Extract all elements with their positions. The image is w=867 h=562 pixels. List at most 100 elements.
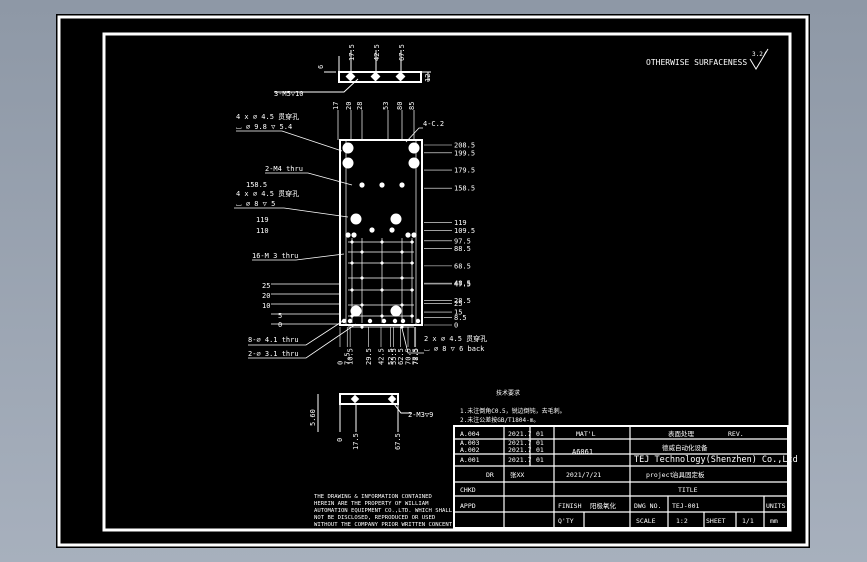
mat-value: A6061 (572, 448, 593, 456)
inner-frame (102, 32, 792, 532)
bottom-thread-callout: 2-M3▽9 (408, 411, 433, 419)
bottom-dim-5: 52.5 (387, 348, 395, 365)
edge-hole-1 (347, 318, 353, 324)
surface-finish-symbol (749, 48, 769, 70)
callout-chamfer: 4-C.2 (423, 120, 444, 128)
dwg-label: DWG NO. (634, 502, 661, 510)
top-dim-17-5: 17.5 (348, 44, 356, 61)
callout-cbore-1-depth: ⌴ ⌀ 9.8 ▽ 5.4 (236, 123, 292, 131)
thread-marker-7 (359, 249, 365, 255)
rev-row-1-date: 2021.7 (508, 430, 532, 438)
chkd-label: CHKD (460, 486, 476, 494)
finish-value: 阳极氧化 (590, 501, 617, 510)
units-value: mm (770, 517, 778, 525)
main-top-dim-28: 28 (356, 102, 364, 110)
thread-marker-1 (349, 239, 355, 245)
right-dim-8: 68.5 (454, 262, 471, 270)
drawing-sheet: OTHERWISE SURFACENESS 3.2/ 6 (56, 14, 810, 548)
bottom-view-holes (350, 394, 397, 404)
tech-req-title: 技术要求 (496, 389, 520, 397)
sheet-label: SHEET (706, 517, 726, 525)
edge-hole-4 (392, 318, 398, 324)
right-dim-3: 158.5 (454, 185, 475, 193)
tech-req-line-2: 2.未注公差按GB/T1804-m。 (460, 416, 539, 424)
bottom-dim-6: 55.5 (390, 348, 398, 365)
rev-row-2-date: 2021.7 (508, 439, 532, 447)
dr-label: DR (486, 471, 494, 479)
top-dim-42-5: 42.5 (373, 44, 381, 61)
callout-cbore-1: 4 x ⌀ 4.5 贯穿孔 (236, 112, 299, 121)
right-dim-6: 97.5 (454, 237, 471, 245)
bottom-dim-10: 78.5 (412, 348, 420, 365)
drawing-canvas: OTHERWISE SURFACENESS 3.2/ 6 (57, 15, 809, 547)
right-dim-5: 109.5 (454, 227, 475, 235)
left-dim-5: 5 (278, 312, 282, 320)
bottom-dim-1: 7.5 (344, 352, 352, 365)
edge-hole-2 (367, 318, 373, 324)
dwg-value: TEJ-001 (672, 502, 699, 510)
top-thread-callout: 3-M5▽10 (274, 90, 304, 98)
dr-value: 张XX (510, 470, 524, 479)
small-hole-8 (405, 232, 411, 238)
finish-label: FINISH (558, 502, 582, 510)
copyright-line-2: HEREIN ARE THE PROPERTY OF WILLIAM (314, 501, 429, 507)
cbore-hole-2 (342, 157, 354, 169)
callout-cbore-2-depth: ⌴ ⌀ 8 ▽ 5 (236, 200, 275, 208)
callout-m3-thru: 16-M 3 thru (252, 252, 298, 260)
cbore-hole-6 (350, 305, 362, 317)
right-dim-13: 15 (454, 309, 462, 317)
thread-marker-21 (349, 287, 355, 293)
thread-marker-13 (379, 260, 385, 266)
thread-marker-25 (409, 287, 415, 293)
bottom-dim-2: 10.5 (347, 348, 355, 365)
project-value: 治具固定板 (672, 470, 705, 479)
cbore-hole-7 (390, 305, 402, 317)
date-value: 2021/7/21 (566, 471, 601, 479)
outer-frame (57, 15, 809, 547)
top-view-holes (345, 71, 406, 82)
hardness-label: 表面处理 (668, 429, 695, 438)
thread-marker-11 (349, 260, 355, 266)
top-dim-6: 6 (317, 65, 325, 69)
title-block (453, 425, 789, 529)
top-dim-67-5: 67.5 (398, 44, 406, 61)
rev-row-3-date: 2021.7 (508, 446, 532, 454)
left-dim-0: 0 (278, 321, 282, 329)
bottom-dim-7: 62.5 (397, 348, 405, 365)
thread-marker-31 (349, 313, 355, 319)
copyright-line-1: THE DRAWING & INFORMATION CONTAINED (314, 494, 433, 500)
bottom-view (317, 393, 412, 432)
edge-hole-6 (415, 318, 421, 324)
callout-m4-thru: 2-M4 thru (265, 165, 303, 173)
thread-marker-17 (359, 275, 365, 281)
callout-back-cbore: 2 x ⌀ 4.5 贯穿孔 (424, 334, 487, 343)
main-top-dim-85: 85 (408, 102, 416, 110)
right-dim-12: 25 (454, 300, 462, 308)
top-dim-12: 12 (424, 74, 432, 82)
callout-110: 110 (256, 227, 269, 235)
rev-row-4-date: 2021.7 (508, 456, 532, 464)
left-dim-25: 25 (262, 282, 270, 290)
main-view (337, 110, 423, 330)
bottom-dim-17-5: 17.5 (352, 433, 360, 450)
scale-value: 1:2 (676, 517, 688, 525)
small-hole-0 (359, 182, 365, 188)
callout-back-cbore-depth: ⌴ ⌀ 8 ▽ 6 back (424, 345, 485, 353)
rev-row-1-no: A.004 (460, 430, 480, 438)
main-right-dims: 208.5199.5179.5158.5119109.597.588.568.5… (424, 142, 475, 330)
mat-label: MAT'L (576, 430, 596, 438)
callout-119: 119 (256, 216, 269, 224)
thread-marker-23 (379, 287, 385, 293)
small-hole-7 (351, 232, 357, 238)
edge-hole-5 (400, 318, 406, 324)
rev-row-4-ver: 01 (536, 456, 544, 464)
right-dim-0: 208.5 (454, 142, 475, 150)
bottom-dim-5-60: 5.60 (309, 409, 317, 426)
surface-finish-value: 3.2/ (752, 51, 767, 58)
company-cn: 德威自动化设备 (662, 443, 708, 452)
thread-marker-29 (399, 302, 405, 308)
thread-marker-37 (359, 324, 365, 330)
callout-d3-1-thru: 2-⌀ 3.1 thru (248, 350, 299, 358)
